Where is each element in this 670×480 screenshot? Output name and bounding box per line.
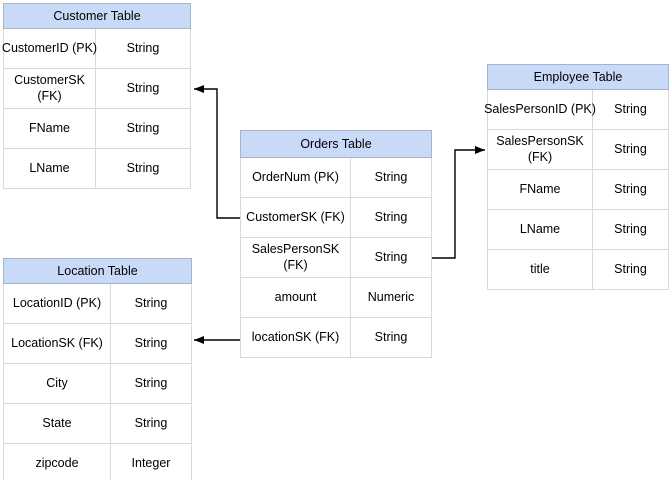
field-type: Integer <box>131 455 171 470</box>
field-type: String <box>614 261 647 276</box>
field-type: String <box>134 415 168 430</box>
field-name: amount <box>241 278 351 317</box>
table-row: SalesPersonID (PK) String <box>484 90 668 130</box>
table-row: CustomerSK (FK) String <box>4 69 190 109</box>
customer-table: Customer Table CustomerID (PK) String Cu… <box>2 3 191 189</box>
field-name: SalesPersonSK (FK) <box>488 130 593 169</box>
table-row: amount Numeric <box>241 278 431 318</box>
employee-table-body: SalesPersonID (PK) String SalesPersonSK … <box>484 90 669 290</box>
field-name: LocationID (PK) <box>4 284 111 323</box>
table-row: OrderNum (PK) String <box>241 158 431 198</box>
field-type: String <box>126 160 160 175</box>
location-table-body: LocationID (PK) String LocationSK (FK) S… <box>3 284 192 480</box>
field-type: Numeric <box>367 289 415 304</box>
field-name: LocationSK (FK) <box>4 324 111 363</box>
table-row: LocationID (PK) String <box>4 284 191 324</box>
table-row: SalesPersonSK (FK) String <box>488 130 668 170</box>
table-row: SalesPersonSK (FK) String <box>241 238 431 278</box>
location-table-title: Location Table <box>3 258 192 284</box>
field-type: String <box>374 169 408 184</box>
field-name: FName <box>4 109 96 148</box>
field-type: String <box>374 249 408 264</box>
field-type: String <box>614 141 647 156</box>
field-type: String <box>614 101 647 116</box>
field-type: String <box>374 329 408 344</box>
field-type: String <box>134 295 168 310</box>
field-name: zipcode <box>4 444 111 480</box>
field-name: SalesPersonSK (FK) <box>241 238 351 277</box>
field-name: OrderNum (PK) <box>241 158 351 197</box>
location-table: Location Table LocationID (PK) String Lo… <box>3 258 192 480</box>
employee-table-title: Employee Table <box>487 64 669 90</box>
field-name: SalesPersonID (PK) <box>484 90 596 129</box>
orders-table: Orders Table OrderNum (PK) String Custom… <box>240 130 432 358</box>
orders-table-title: Orders Table <box>240 130 432 158</box>
table-row: CustomerID (PK) String <box>2 29 190 69</box>
field-name: locationSK (FK) <box>241 318 351 357</box>
orders-table-body: OrderNum (PK) String CustomerSK (FK) Str… <box>240 158 432 358</box>
field-name: FName <box>488 170 593 209</box>
field-type: String <box>614 221 647 236</box>
table-row: CustomerSK (FK) String <box>241 198 431 238</box>
table-row: City String <box>4 364 191 404</box>
field-type: String <box>134 335 168 350</box>
relationship-arrow-orders-to-employee <box>432 146 485 259</box>
field-type: String <box>374 209 408 224</box>
field-type: String <box>126 40 160 55</box>
customer-table-body: CustomerID (PK) String CustomerSK (FK) S… <box>2 29 191 189</box>
field-type: String <box>126 80 160 95</box>
table-row: FName String <box>4 109 190 149</box>
employee-table: Employee Table SalesPersonID (PK) String… <box>484 64 669 290</box>
customer-table-title: Customer Table <box>3 3 191 29</box>
table-row: zipcode Integer <box>4 444 191 480</box>
table-row: LName String <box>4 149 190 189</box>
field-name: CustomerSK (FK) <box>4 69 96 108</box>
field-type: String <box>126 120 160 135</box>
field-name: City <box>4 364 111 403</box>
field-name: State <box>4 404 111 443</box>
relationship-arrow-orders-to-customer <box>194 85 240 219</box>
table-row: title String <box>488 250 668 290</box>
table-row: LocationSK (FK) String <box>4 324 191 364</box>
field-type: String <box>134 375 168 390</box>
field-name: CustomerID (PK) <box>2 29 97 68</box>
table-row: LName String <box>488 210 668 250</box>
table-row: State String <box>4 404 191 444</box>
table-row: locationSK (FK) String <box>241 318 431 358</box>
field-type: String <box>614 181 647 196</box>
field-name: LName <box>488 210 593 249</box>
field-name: LName <box>4 149 96 188</box>
field-name: CustomerSK (FK) <box>241 198 351 237</box>
table-row: FName String <box>488 170 668 210</box>
field-name: title <box>488 250 593 289</box>
